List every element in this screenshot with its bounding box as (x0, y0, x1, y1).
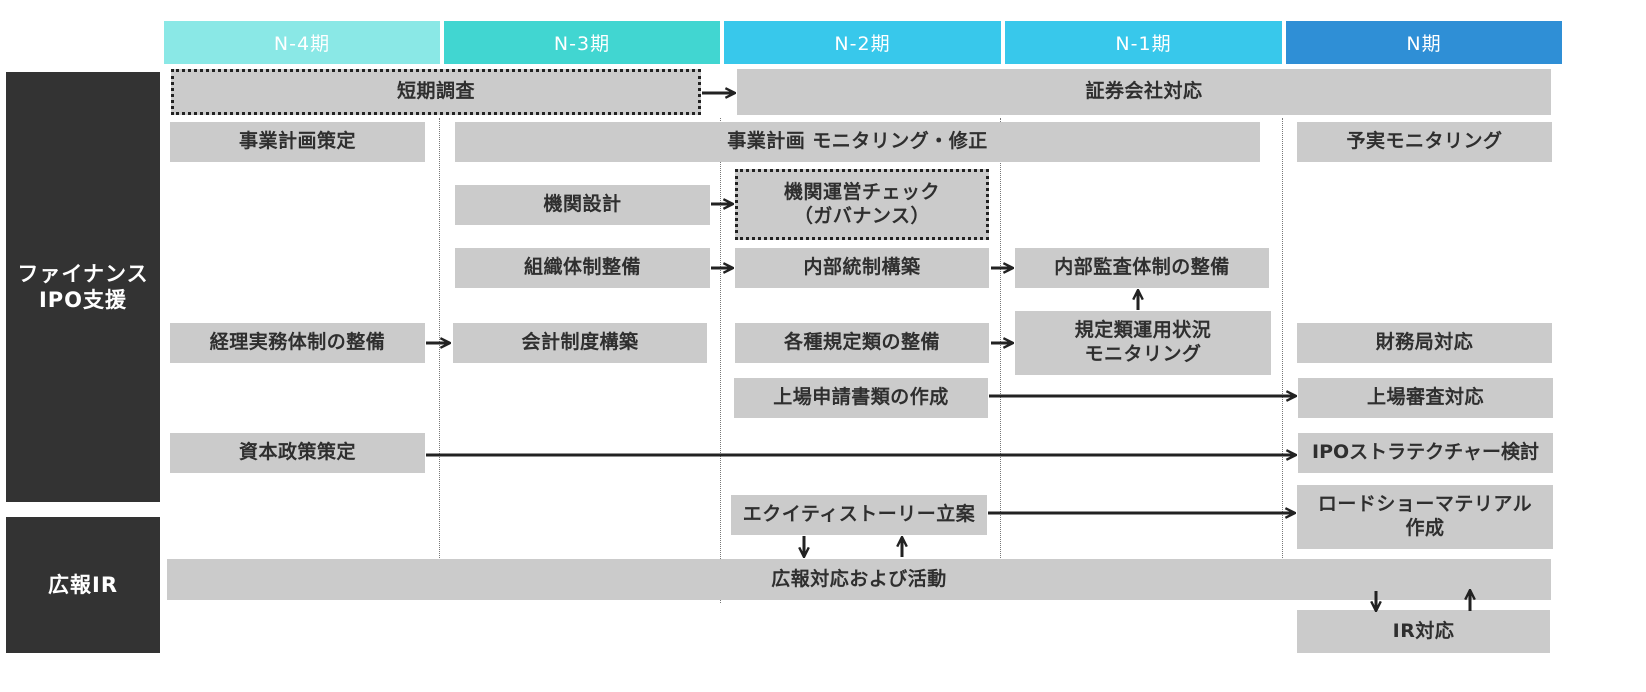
task-accounting-system: 会計制度構築 (453, 323, 707, 363)
task-regulations: 各種規定類の整備 (735, 323, 989, 363)
task-securities-company: 証券会社対応 (737, 69, 1551, 115)
divider-n3-n2 (720, 118, 721, 603)
task-plan-monitoring: 事業計画 モニタリング・修正 (455, 122, 1260, 162)
task-accounting-structure: 経理実務体制の整備 (170, 323, 425, 363)
task-ir: IR対応 (1297, 610, 1550, 653)
task-short-survey: 短期調査 (171, 69, 701, 115)
phase-header-n2: N-2期 (724, 21, 1001, 64)
task-ipo-structure: IPOストラテクチャー検討 (1298, 433, 1553, 473)
divider-n2-n1 (1000, 118, 1001, 558)
task-roadshow-material: ロードショーマテリアル 作成 (1297, 485, 1553, 549)
task-org-structure: 組織体制整備 (455, 248, 710, 288)
task-business-plan: 事業計画策定 (170, 122, 425, 162)
category-finance-ipo: ファイナンス IPO支援 (6, 72, 160, 502)
task-governance-check: 機関運営チェック （ガバナンス） (735, 169, 989, 240)
task-equity-story: エクイティストーリー立案 (731, 495, 987, 535)
task-org-design: 機関設計 (455, 185, 710, 225)
phase-header-n3: N-3期 (444, 21, 720, 64)
task-capital-policy: 資本政策策定 (170, 433, 425, 473)
phase-header-n4: N-4期 (164, 21, 440, 64)
task-internal-audit: 内部監査体制の整備 (1015, 248, 1269, 288)
task-listing-review: 上場審査対応 (1298, 378, 1553, 418)
category-pr-ir: 広報IR (6, 517, 160, 653)
phase-header-n: N期 (1286, 21, 1562, 64)
task-pr-activity: 広報対応および活動 (167, 559, 1551, 600)
task-budget-monitoring: 予実モニタリング (1297, 122, 1552, 162)
divider-n4-n3 (439, 118, 440, 558)
task-regulations-monitoring: 規定類運用状況 モニタリング (1015, 311, 1271, 375)
task-internal-control: 内部統制構築 (735, 248, 989, 288)
task-finance-bureau: 財務局対応 (1297, 323, 1552, 363)
task-listing-docs: 上場申請書類の作成 (734, 378, 988, 418)
phase-header-n1: N-1期 (1005, 21, 1282, 64)
divider-n1-n (1282, 118, 1283, 558)
